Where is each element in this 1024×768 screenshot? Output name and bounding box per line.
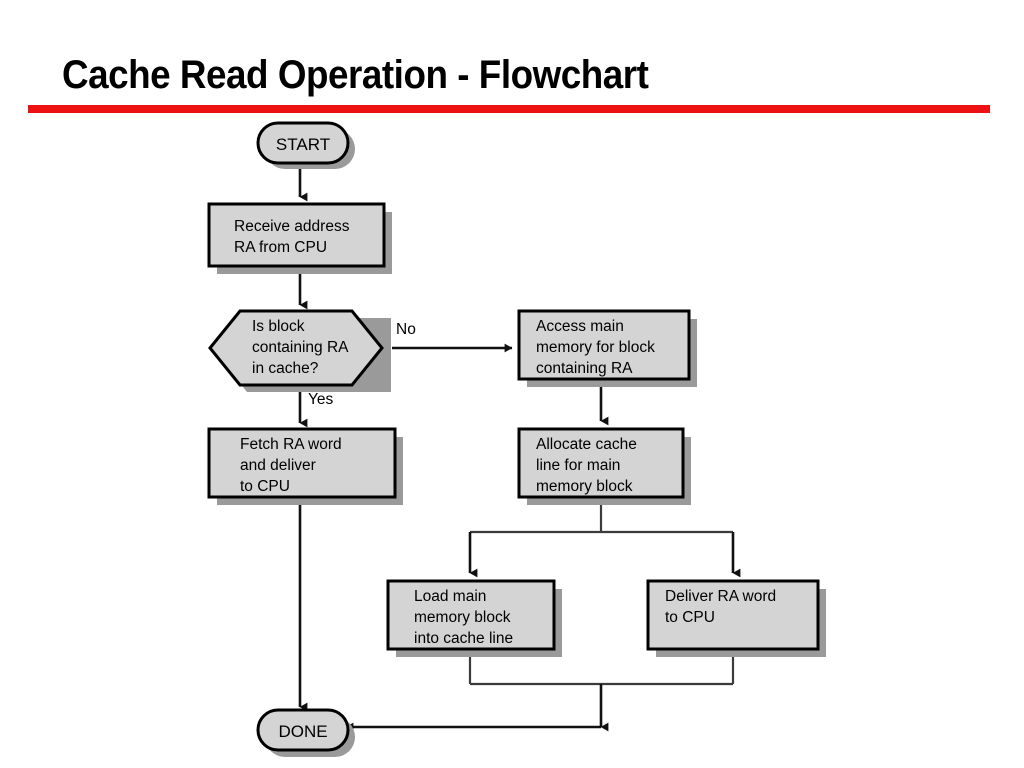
node-load-main-memory-block-line-1: Load main	[414, 588, 486, 605]
node-start-shape	[256, 121, 350, 165]
node-allocate-cache-line[interactable]: Allocate cache line for main memory bloc…	[517, 427, 691, 505]
node-load-main-memory-block-line-2: memory block	[414, 609, 511, 626]
node-load-main-memory-block[interactable]: Load main memory block into cache line	[386, 579, 562, 657]
node-allocate-cache-line-line-1: Allocate cache	[536, 436, 637, 453]
node-fetch-ra-word-line-3: to CPU	[240, 478, 290, 495]
node-fetch-ra-word-line-1: Fetch RA word	[240, 436, 342, 453]
title-block: Cache Read Operation - Flowchart	[0, 52, 1024, 114]
node-allocate-cache-line-shape	[517, 427, 685, 499]
title-underline-rule	[28, 105, 990, 113]
node-load-main-memory-block-line-3: into cache line	[414, 630, 513, 647]
node-access-main-memory-line-1: Access main	[536, 318, 624, 335]
node-deliver-ra-word-line-2: to CPU	[665, 609, 715, 626]
node-block-in-cache-line-3: in cache?	[252, 360, 319, 377]
node-block-in-cache[interactable]: Is block containing RA in cache?	[208, 309, 391, 392]
node-block-in-cache-line-2: containing RA	[252, 339, 349, 356]
node-start-label: START	[276, 135, 330, 154]
node-access-main-memory-line-2: memory for block	[536, 339, 655, 356]
node-allocate-cache-line-line-2: line for main	[536, 457, 620, 474]
node-deliver-ra-word-line-1: Deliver RA word	[665, 588, 776, 605]
connector-layer	[298, 164, 741, 732]
node-block-in-cache-line-1: Is block	[252, 318, 305, 335]
edge-label-yes: Yes	[308, 391, 334, 408]
node-receive-address[interactable]: Receive address RA from CPU	[207, 202, 392, 274]
node-deliver-ra-word[interactable]: Deliver RA word to CPU	[646, 579, 826, 657]
node-start[interactable]: START	[256, 121, 355, 169]
page-title: Cache Read Operation - Flowchart	[62, 53, 649, 97]
edge-label-no: No	[396, 321, 416, 338]
node-fetch-ra-word[interactable]: Fetch RA word and deliver to CPU	[207, 427, 403, 505]
node-fetch-ra-word-shape	[207, 427, 397, 499]
node-access-main-memory-shape	[517, 309, 691, 381]
node-access-main-memory[interactable]: Access main memory for block containing …	[517, 309, 697, 387]
node-access-main-memory-line-3: containing RA	[536, 360, 633, 377]
node-done[interactable]: DONE	[256, 708, 355, 757]
node-allocate-cache-line-line-3: memory block	[536, 478, 633, 495]
node-deliver-ra-word-shape	[646, 579, 820, 651]
node-done-shape	[256, 708, 350, 752]
node-receive-address-line-2: RA from CPU	[234, 239, 327, 256]
node-fetch-ra-word-line-2: and deliver	[240, 457, 316, 474]
node-load-main-memory-block-shape	[386, 579, 556, 651]
node-receive-address-line-1: Receive address	[234, 218, 350, 235]
node-done-label: DONE	[278, 722, 327, 741]
node-receive-address-shape	[207, 202, 386, 268]
node-block-in-cache-shape	[208, 309, 384, 387]
